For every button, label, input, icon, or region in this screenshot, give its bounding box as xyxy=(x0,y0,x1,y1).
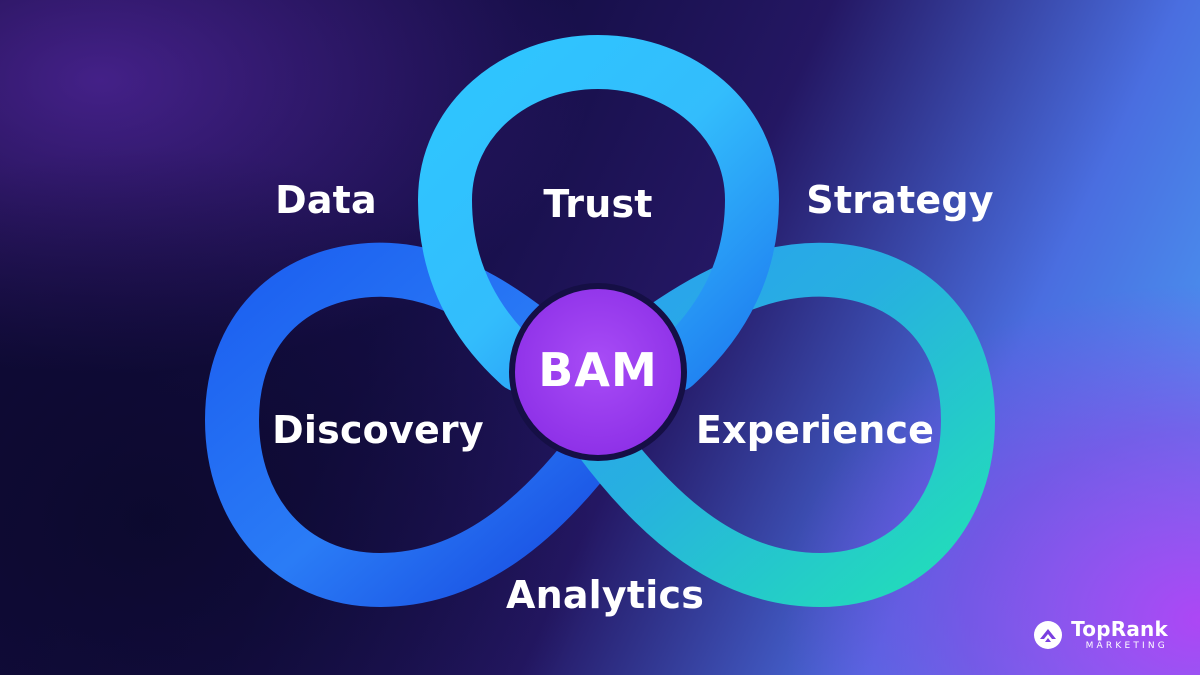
logo-name: TopRank xyxy=(1071,617,1168,641)
toprank-logo-icon xyxy=(1034,621,1063,649)
label-analytics: Analytics xyxy=(505,573,705,617)
right-loop xyxy=(573,242,996,608)
top-loop xyxy=(417,34,780,392)
label-trust: Trust xyxy=(543,182,653,226)
toprank-logo: TopRank MARKETING xyxy=(1033,619,1168,651)
center-circle xyxy=(509,283,687,461)
label-experience: Experience xyxy=(695,408,935,452)
label-data: Data xyxy=(275,178,377,222)
logo-subtitle: MARKETING xyxy=(1085,641,1168,651)
label-strategy: Strategy xyxy=(806,178,994,222)
label-bam: BAM xyxy=(538,343,658,397)
label-discovery: Discovery xyxy=(272,408,484,452)
